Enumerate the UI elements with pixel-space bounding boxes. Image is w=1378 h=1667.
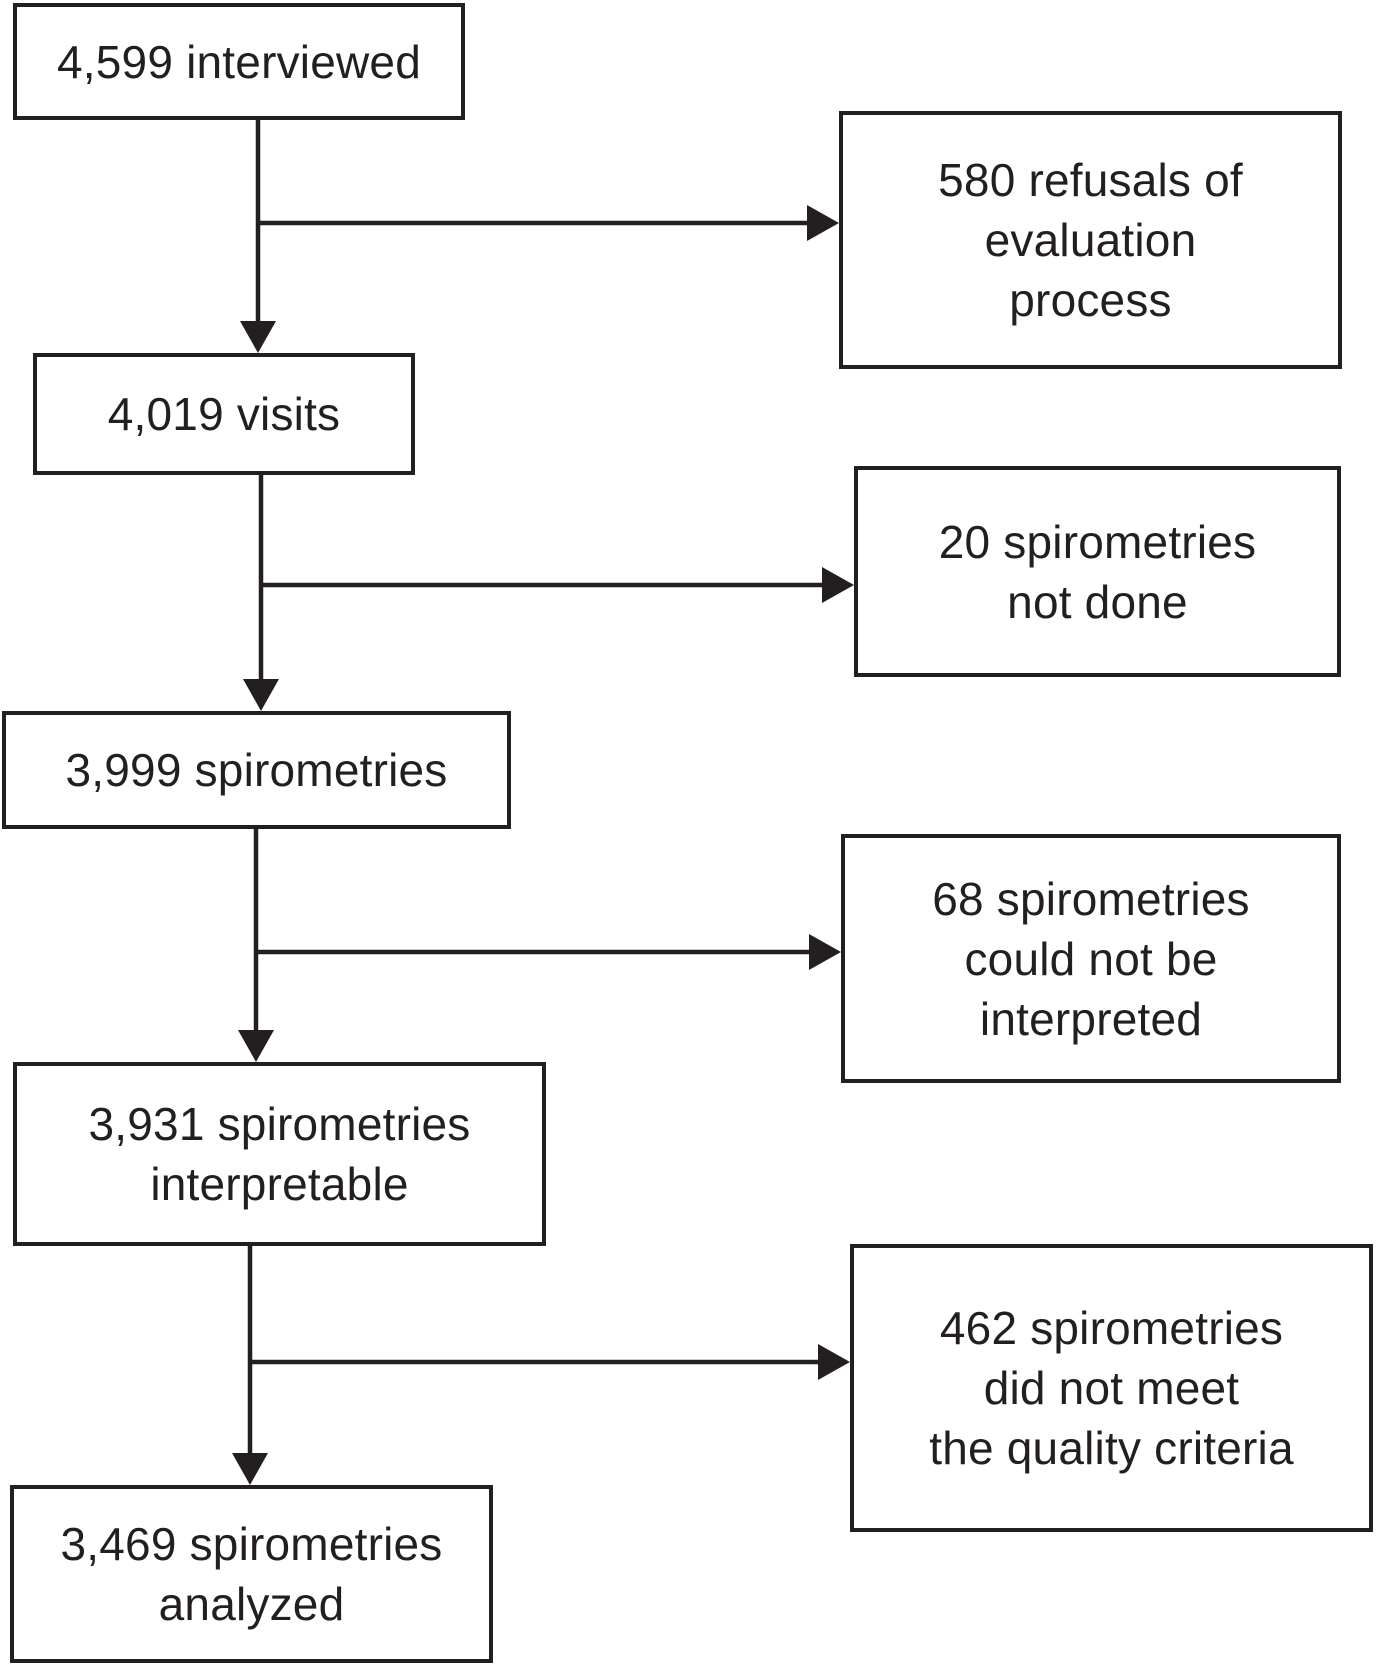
flow-box-quality-failed: 462 spirometries did not meet the qualit… xyxy=(850,1244,1373,1532)
flow-box-interviewed: 4,599 interviewed xyxy=(13,3,465,120)
arrow-interpretable-to-quality-failed xyxy=(250,1344,850,1380)
arrowhead-right-icon xyxy=(822,567,854,603)
arrowhead-down-icon xyxy=(240,321,276,353)
flow-box-analyzed: 3,469 spirometries analyzed xyxy=(10,1485,493,1663)
flow-box-not-interpreted: 68 spirometries could not be interpreted xyxy=(841,834,1341,1083)
flow-box-visits-label: 4,019 visits xyxy=(107,388,341,440)
arrow-visits-to-spirometries xyxy=(243,475,279,711)
arrowhead-down-icon xyxy=(238,1030,274,1062)
arrowhead-right-icon xyxy=(809,934,841,970)
flow-box-not-interpreted-label: 68 spirometries could not be interpreted xyxy=(932,872,1250,1045)
arrow-visits-to-not-done xyxy=(261,567,854,603)
arrow-spirometries-to-interpretable xyxy=(238,829,274,1062)
flow-box-visits: 4,019 visits xyxy=(33,353,415,475)
arrow-spirometries-to-not-interpreted xyxy=(256,934,841,970)
arrow-interviewed-to-refusals xyxy=(258,205,839,241)
flow-box-spirometries-label: 3,999 spirometries xyxy=(65,744,448,796)
arrowhead-right-icon xyxy=(807,205,839,241)
flow-box-quality-failed-label: 462 spirometries did not meet the qualit… xyxy=(929,1302,1294,1474)
arrow-interviewed-to-visits xyxy=(240,120,276,353)
arrowhead-down-icon xyxy=(232,1453,268,1485)
flow-box-interviewed-label: 4,599 interviewed xyxy=(57,35,421,88)
arrowhead-down-icon xyxy=(243,679,279,711)
flow-box-interpretable: 3,931 spirometries interpretable xyxy=(13,1062,546,1246)
flow-box-spirometries: 3,999 spirometries xyxy=(2,711,511,829)
flow-box-not-done-label: 20 spirometries not done xyxy=(938,515,1257,628)
flow-box-interpretable-label: 3,931 spirometries interpretable xyxy=(88,1098,471,1210)
arrowhead-right-icon xyxy=(818,1344,850,1380)
flow-box-not-done: 20 spirometries not done xyxy=(854,466,1341,677)
flow-box-refusals: 580 refusals of evaluation process xyxy=(839,111,1342,369)
flow-box-analyzed-label: 3,469 spirometries analyzed xyxy=(60,1518,443,1630)
flow-box-refusals-label: 580 refusals of evaluation process xyxy=(938,154,1243,326)
arrow-interpretable-to-analyzed xyxy=(232,1246,268,1485)
